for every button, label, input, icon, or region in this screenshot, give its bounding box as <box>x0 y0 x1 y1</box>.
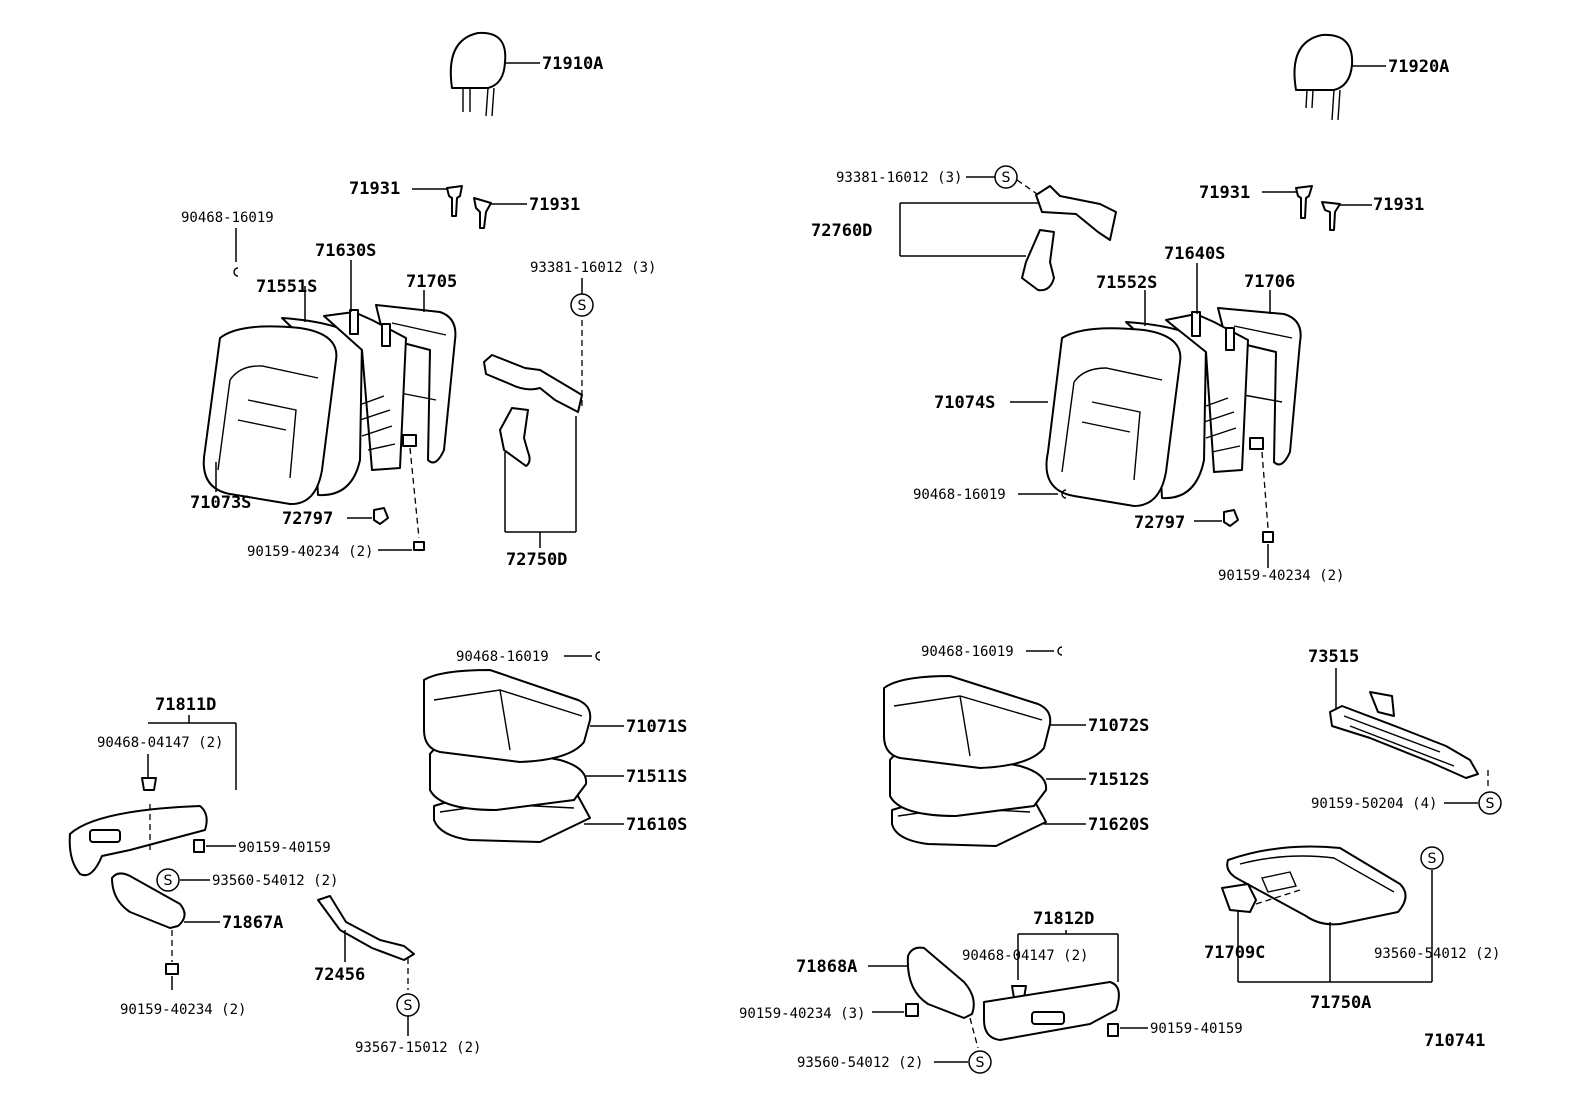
label-90159-40234-b: 90159-40234 (2) <box>1218 568 1344 584</box>
label-90468-16019-c: 90468-16019 <box>456 649 549 665</box>
svg-text:S: S <box>1486 796 1495 812</box>
label-71812D: 71812D <box>1033 909 1094 929</box>
label-72750D: 72750D <box>506 550 567 570</box>
reference-code: 710741 <box>1424 1031 1485 1051</box>
label-71620S: 71620S <box>1088 815 1149 835</box>
tray-71750A <box>1226 845 1407 926</box>
label-93381-16012-b: 93381-16012 (3) <box>836 170 962 186</box>
hook-71709C <box>1221 883 1257 913</box>
label-71512S: 71512S <box>1088 770 1149 790</box>
seat-track-73515 <box>1329 691 1479 779</box>
label-90468-16019-d: 90468-16019 <box>921 644 1014 660</box>
label-93560-54012-a: 93560-54012 (2) <box>212 873 338 889</box>
label-72797-b: 72797 <box>1134 513 1185 533</box>
label-71920A: 71920A <box>1388 57 1449 77</box>
clip-right-2 <box>1321 201 1341 231</box>
label-72797-a: 72797 <box>282 509 333 529</box>
label-71071S: 71071S <box>626 717 687 737</box>
label-71552S: 71552S <box>1096 273 1157 293</box>
label-90159-50204: 90159-50204 (4) <box>1311 796 1437 812</box>
label-90468-16019-b: 90468-16019 <box>913 487 1006 503</box>
s-symbol-1: S <box>570 293 594 317</box>
headrest-right <box>1293 33 1354 121</box>
label-72456: 72456 <box>314 965 365 985</box>
label-71811D: 71811D <box>155 695 216 715</box>
clip-left-1 <box>446 185 463 217</box>
svg-text:S: S <box>404 998 413 1014</box>
seat-cushion-right <box>883 675 1052 847</box>
recliner-lever-left <box>483 354 583 467</box>
svg-text:S: S <box>164 873 173 889</box>
label-72760D: 72760D <box>811 221 872 241</box>
label-71931-a: 71931 <box>349 179 400 199</box>
label-93560-54012-c: 93560-54012 (2) <box>1374 946 1500 962</box>
label-71750A: 71750A <box>1310 993 1371 1013</box>
label-90159-40234-a: 90159-40234 (2) <box>247 544 373 560</box>
label-93381-16012-a: 93381-16012 (3) <box>530 260 656 276</box>
label-71640S: 71640S <box>1164 244 1225 264</box>
s-symbol-3: S <box>156 868 180 892</box>
label-71630S: 71630S <box>315 241 376 261</box>
svg-text:S: S <box>1002 170 1011 186</box>
s-symbol-6: S <box>1420 846 1444 870</box>
side-shield-right <box>983 981 1120 1041</box>
label-71551S: 71551S <box>256 277 317 297</box>
label-71073S: 71073S <box>190 493 251 513</box>
svg-text:S: S <box>578 298 587 314</box>
label-71931-b: 71931 <box>529 195 580 215</box>
label-90468-04147-a: 90468-04147 (2) <box>97 735 223 751</box>
seatback-right <box>1045 307 1302 507</box>
s-symbol-5: S <box>1478 791 1502 815</box>
seatback-left <box>202 304 457 506</box>
headrest-left <box>449 31 507 117</box>
label-71868A: 71868A <box>796 957 857 977</box>
svg-text:S: S <box>1428 851 1437 867</box>
bracket-72456 <box>317 895 415 961</box>
label-71706: 71706 <box>1244 272 1295 292</box>
label-71931-d: 71931 <box>1373 195 1424 215</box>
svg-text:S: S <box>976 1055 985 1071</box>
label-71072S: 71072S <box>1088 716 1149 736</box>
label-71511S: 71511S <box>626 767 687 787</box>
seat-cushion-left <box>423 669 592 843</box>
label-90159-40234-d: 90159-40234 (3) <box>739 1006 865 1022</box>
label-90468-16019-a: 90468-16019 <box>181 210 274 226</box>
s-symbol-7: S <box>968 1050 992 1074</box>
cover-71868A <box>906 946 975 1019</box>
label-93560-54012-b: 93560-54012 (2) <box>797 1055 923 1071</box>
label-71910A: 71910A <box>542 54 603 74</box>
label-71709C: 71709C <box>1204 943 1265 963</box>
label-90159-40159-b: 90159-40159 <box>1150 1021 1243 1037</box>
s-symbol-4: S <box>396 993 420 1017</box>
clip-right-1 <box>1295 185 1313 219</box>
label-90159-40234-c: 90159-40234 (2) <box>120 1002 246 1018</box>
label-71610S: 71610S <box>626 815 687 835</box>
label-90468-04147-b: 90468-04147 (2) <box>962 948 1088 964</box>
side-shield-left <box>68 804 208 877</box>
label-73515: 73515 <box>1308 647 1359 667</box>
label-90159-40159-a: 90159-40159 <box>238 840 331 856</box>
label-93567-15012: 93567-15012 (2) <box>355 1040 481 1056</box>
s-symbol-2: S <box>994 165 1018 189</box>
label-71074S: 71074S <box>934 393 995 413</box>
clip-left-2 <box>473 197 492 229</box>
label-71705: 71705 <box>406 272 457 292</box>
label-71867A: 71867A <box>222 913 283 933</box>
cover-71867A <box>111 872 186 929</box>
label-71931-c: 71931 <box>1199 183 1250 203</box>
recliner-lever-right <box>1021 185 1117 292</box>
